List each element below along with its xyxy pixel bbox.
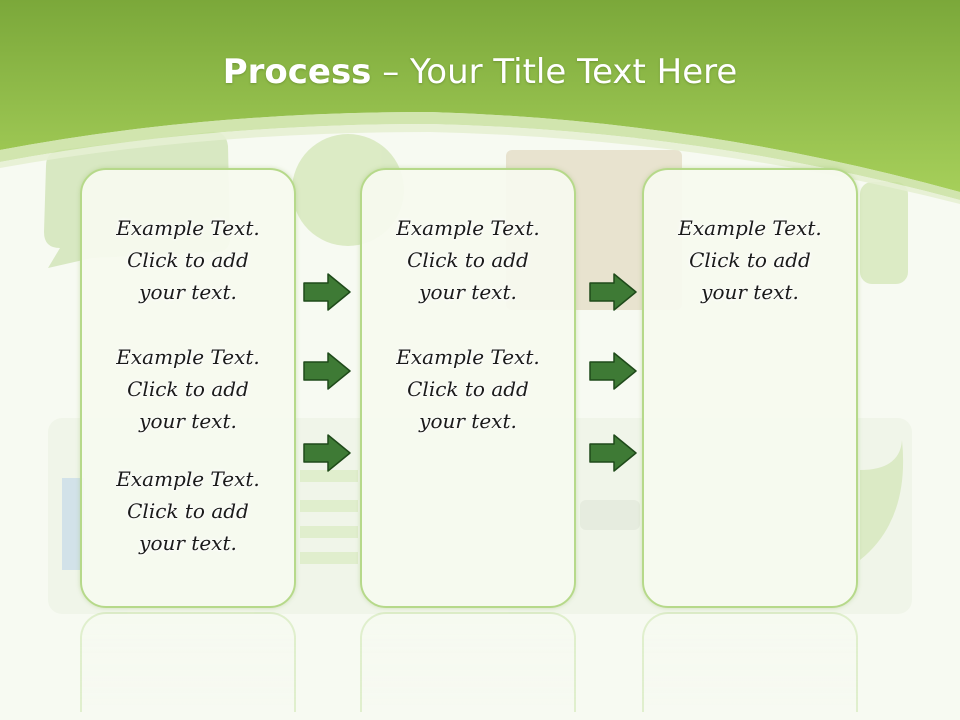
process-box-3[interactable]: Example Text. Click to add your text. <box>642 168 858 608</box>
box-reflection <box>360 612 576 712</box>
text-block[interactable]: Example Text. Click to add your text. <box>116 345 260 433</box>
text-block[interactable]: Example Text. Click to add your text. <box>396 345 540 433</box>
arrow-right-icon[interactable] <box>588 433 638 473</box>
arrow-right-icon[interactable] <box>302 351 352 391</box>
process-box-1[interactable]: Example Text. Click to add your text. Ex… <box>80 168 296 608</box>
arrow-right-icon[interactable] <box>302 272 352 312</box>
title-bold: Process <box>222 52 372 92</box>
text-block[interactable]: Example Text. Click to add your text. <box>396 216 540 304</box>
slide-title[interactable]: Process – Your Title Text Here <box>0 52 960 92</box>
box-reflection <box>642 612 858 712</box>
arrow-right-icon[interactable] <box>588 351 638 391</box>
text-block[interactable]: Example Text. Click to add your text. <box>678 216 822 304</box>
box-reflection <box>80 612 296 712</box>
arrow-right-icon[interactable] <box>588 272 638 312</box>
text-block[interactable]: Example Text. Click to add your text. <box>116 216 260 304</box>
process-box-2[interactable]: Example Text. Click to add your text. Ex… <box>360 168 576 608</box>
arrow-right-icon[interactable] <box>302 433 352 473</box>
title-rest: – Your Title Text Here <box>371 52 738 92</box>
text-block[interactable]: Example Text. Click to add your text. <box>116 467 260 555</box>
